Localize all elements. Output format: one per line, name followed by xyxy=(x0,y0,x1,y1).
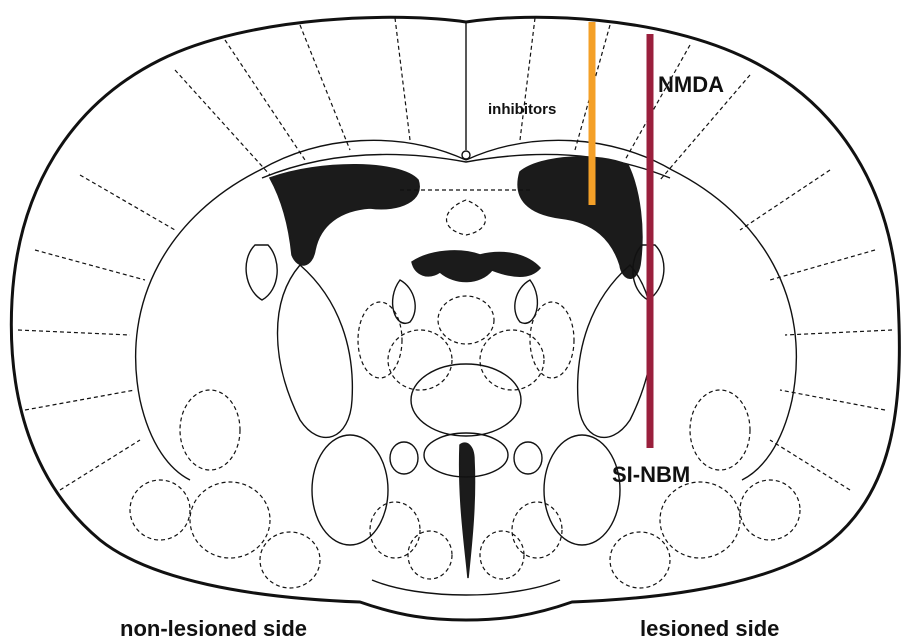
lateral-ventricle-right xyxy=(518,157,642,278)
nmda-label: NMDA xyxy=(658,72,724,97)
third-ventricle-ventral xyxy=(460,443,475,578)
subcortical-structures xyxy=(246,245,664,595)
brain-outline xyxy=(11,17,899,620)
inhibitors-label: inhibitors xyxy=(488,101,556,118)
non-lesioned-side-label: non-lesioned side xyxy=(120,616,307,641)
third-ventricle-dorsal xyxy=(412,251,540,282)
si-nbm-label: SI-NBM xyxy=(612,462,690,487)
lateral-ventricle-left xyxy=(270,165,419,265)
lesioned-side-label: lesioned side xyxy=(640,616,779,641)
midline-marker xyxy=(462,151,470,159)
